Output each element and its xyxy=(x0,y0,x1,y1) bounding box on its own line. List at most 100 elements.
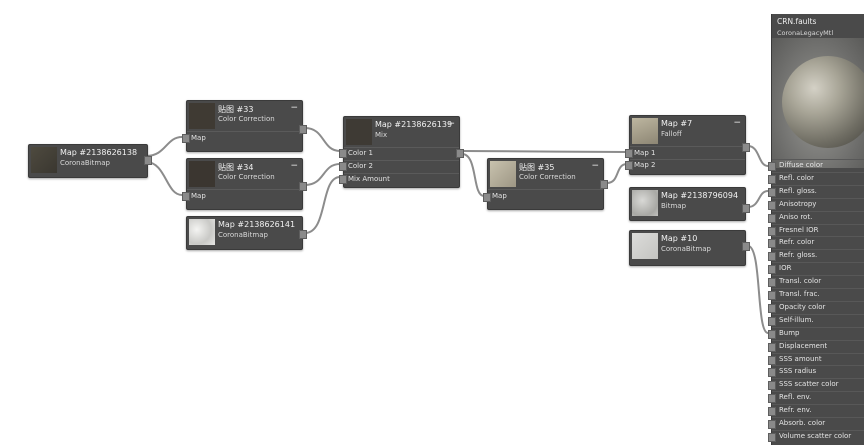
input-slot-mix-amount: Mix Amount xyxy=(348,175,390,183)
input-slot-map: Map xyxy=(191,134,206,142)
slot-divider xyxy=(772,339,864,341)
node-type: Bitmap xyxy=(661,202,687,210)
input-port-color-2[interactable] xyxy=(339,162,347,171)
node-title: Map #7 xyxy=(661,119,693,128)
input-port-mix-amount[interactable] xyxy=(339,175,347,184)
material-input-port[interactable] xyxy=(768,200,776,210)
divider xyxy=(344,147,459,148)
material-input-port[interactable] xyxy=(768,265,776,275)
material-title: CRN.faults xyxy=(777,17,817,26)
minimize-icon[interactable]: − xyxy=(447,119,455,129)
material-input-port[interactable] xyxy=(768,213,776,223)
material-input-port[interactable] xyxy=(768,187,776,197)
input-port-color-1[interactable] xyxy=(339,149,347,158)
material-input-port[interactable] xyxy=(768,303,776,313)
material-node-crn-faults[interactable]: CRN.faults CoronaLegacyMtl Diffuse color… xyxy=(768,14,864,445)
output-port[interactable] xyxy=(742,143,750,152)
slot-divider xyxy=(772,378,864,380)
material-input-port[interactable] xyxy=(768,239,776,249)
material-input-port[interactable] xyxy=(768,432,776,442)
divider xyxy=(630,146,745,147)
minimize-icon[interactable]: − xyxy=(290,161,298,171)
material-input-port[interactable] xyxy=(768,174,776,184)
material-slot-self-illum: Self-illum. xyxy=(779,315,814,324)
material-preview xyxy=(772,38,864,168)
input-slot-color-1: Color 1 xyxy=(348,149,373,157)
input-port-map-2[interactable] xyxy=(625,161,633,170)
input-port[interactable] xyxy=(182,134,190,143)
node-type: Mix xyxy=(375,131,388,139)
material-input-port[interactable] xyxy=(768,342,776,352)
wire-cc35-to-falloff-map2 xyxy=(606,163,628,184)
material-slot-aniso-rot: Aniso rot. xyxy=(779,212,813,221)
output-port[interactable] xyxy=(742,204,750,213)
node-color-correction-33[interactable]: 贴图 #33 Color Correction − Map xyxy=(182,100,307,152)
node-type: Falloff xyxy=(661,130,682,138)
material-input-port[interactable] xyxy=(768,420,776,429)
bitmap-thumbnail xyxy=(189,219,215,245)
material-slot-transl-frac: Transl. frac. xyxy=(779,290,820,298)
output-port[interactable] xyxy=(299,182,307,191)
node-type: Color Correction xyxy=(218,173,275,181)
node-falloff[interactable]: Map #7 Falloff − Map 1 Map 2 xyxy=(625,115,750,175)
node-color-correction-34[interactable]: 贴图 #34 Color Correction − Map xyxy=(182,158,307,210)
node-title: 贴图 #35 xyxy=(519,163,555,172)
slot-divider xyxy=(772,404,864,406)
node-corona-bitmap-141[interactable]: Map #2138626141 CoronaBitmap xyxy=(186,216,307,250)
map-thumbnail xyxy=(189,103,215,129)
material-slot-refl-color: Refl. color xyxy=(779,173,814,182)
slot-divider xyxy=(772,352,864,354)
input-slot-map: Map xyxy=(191,192,206,200)
node-color-correction-35[interactable]: 贴图 #35 Color Correction − Map xyxy=(483,158,608,210)
slot-divider xyxy=(772,275,864,277)
slot-divider xyxy=(772,288,864,289)
node-title: Map #2138626138 xyxy=(60,148,138,157)
node-type: Color Correction xyxy=(218,115,275,123)
output-port[interactable] xyxy=(299,230,307,239)
slot-divider xyxy=(772,326,864,328)
input-port[interactable] xyxy=(483,193,491,202)
material-slot-refl-gloss: Refl. gloss. xyxy=(779,186,817,195)
map-thumbnail xyxy=(490,161,516,187)
material-slot-refr-color: Refr. color xyxy=(779,238,815,247)
material-slot-refr-env: Refr. env. xyxy=(779,406,812,415)
material-input-port[interactable] xyxy=(768,316,776,326)
output-port[interactable] xyxy=(144,156,152,165)
material-slot-refl-env: Refl. env. xyxy=(779,393,812,402)
material-input-port[interactable] xyxy=(768,368,776,378)
slot-divider xyxy=(772,391,864,393)
input-slot-color-2: Color 2 xyxy=(348,162,373,170)
material-input-port[interactable] xyxy=(768,394,776,404)
output-port[interactable] xyxy=(600,180,608,189)
material-slot-anisotropy: Anisotropy xyxy=(779,199,817,208)
output-port[interactable] xyxy=(456,149,464,158)
input-port-map-1[interactable] xyxy=(625,149,633,158)
node-corona-bitmap-10[interactable]: Map #10 CoronaBitmap xyxy=(629,230,750,266)
material-input-port[interactable] xyxy=(768,329,776,339)
output-port[interactable] xyxy=(299,125,307,134)
material-input-port[interactable] xyxy=(768,291,776,300)
minimize-icon[interactable]: − xyxy=(290,103,298,113)
node-bitmap-094[interactable]: Map #2138796094 Bitmap xyxy=(629,187,750,221)
material-input-port[interactable] xyxy=(768,278,776,288)
material-input-port[interactable] xyxy=(768,381,776,391)
material-input-port[interactable] xyxy=(768,162,776,171)
divider xyxy=(187,189,302,190)
minimize-icon[interactable]: − xyxy=(733,118,741,128)
node-mix[interactable]: Map #2138626139 Mix − Color 1 Color 2 Mi… xyxy=(339,116,464,188)
material-input-port[interactable] xyxy=(768,407,776,417)
material-input-port[interactable] xyxy=(768,355,776,365)
node-title: 贴图 #34 xyxy=(218,163,254,172)
node-corona-bitmap-138[interactable]: Map #2138626138 CoronaBitmap xyxy=(28,144,152,178)
divider xyxy=(344,173,459,174)
output-port[interactable] xyxy=(742,242,750,251)
input-port[interactable] xyxy=(182,192,190,201)
divider xyxy=(187,131,302,132)
material-input-port[interactable] xyxy=(768,252,776,262)
minimize-icon[interactable]: − xyxy=(591,161,599,171)
map-thumbnail xyxy=(632,118,658,144)
material-slot-sss-amount: SSS amount xyxy=(779,354,822,363)
material-input-port[interactable] xyxy=(768,226,776,236)
